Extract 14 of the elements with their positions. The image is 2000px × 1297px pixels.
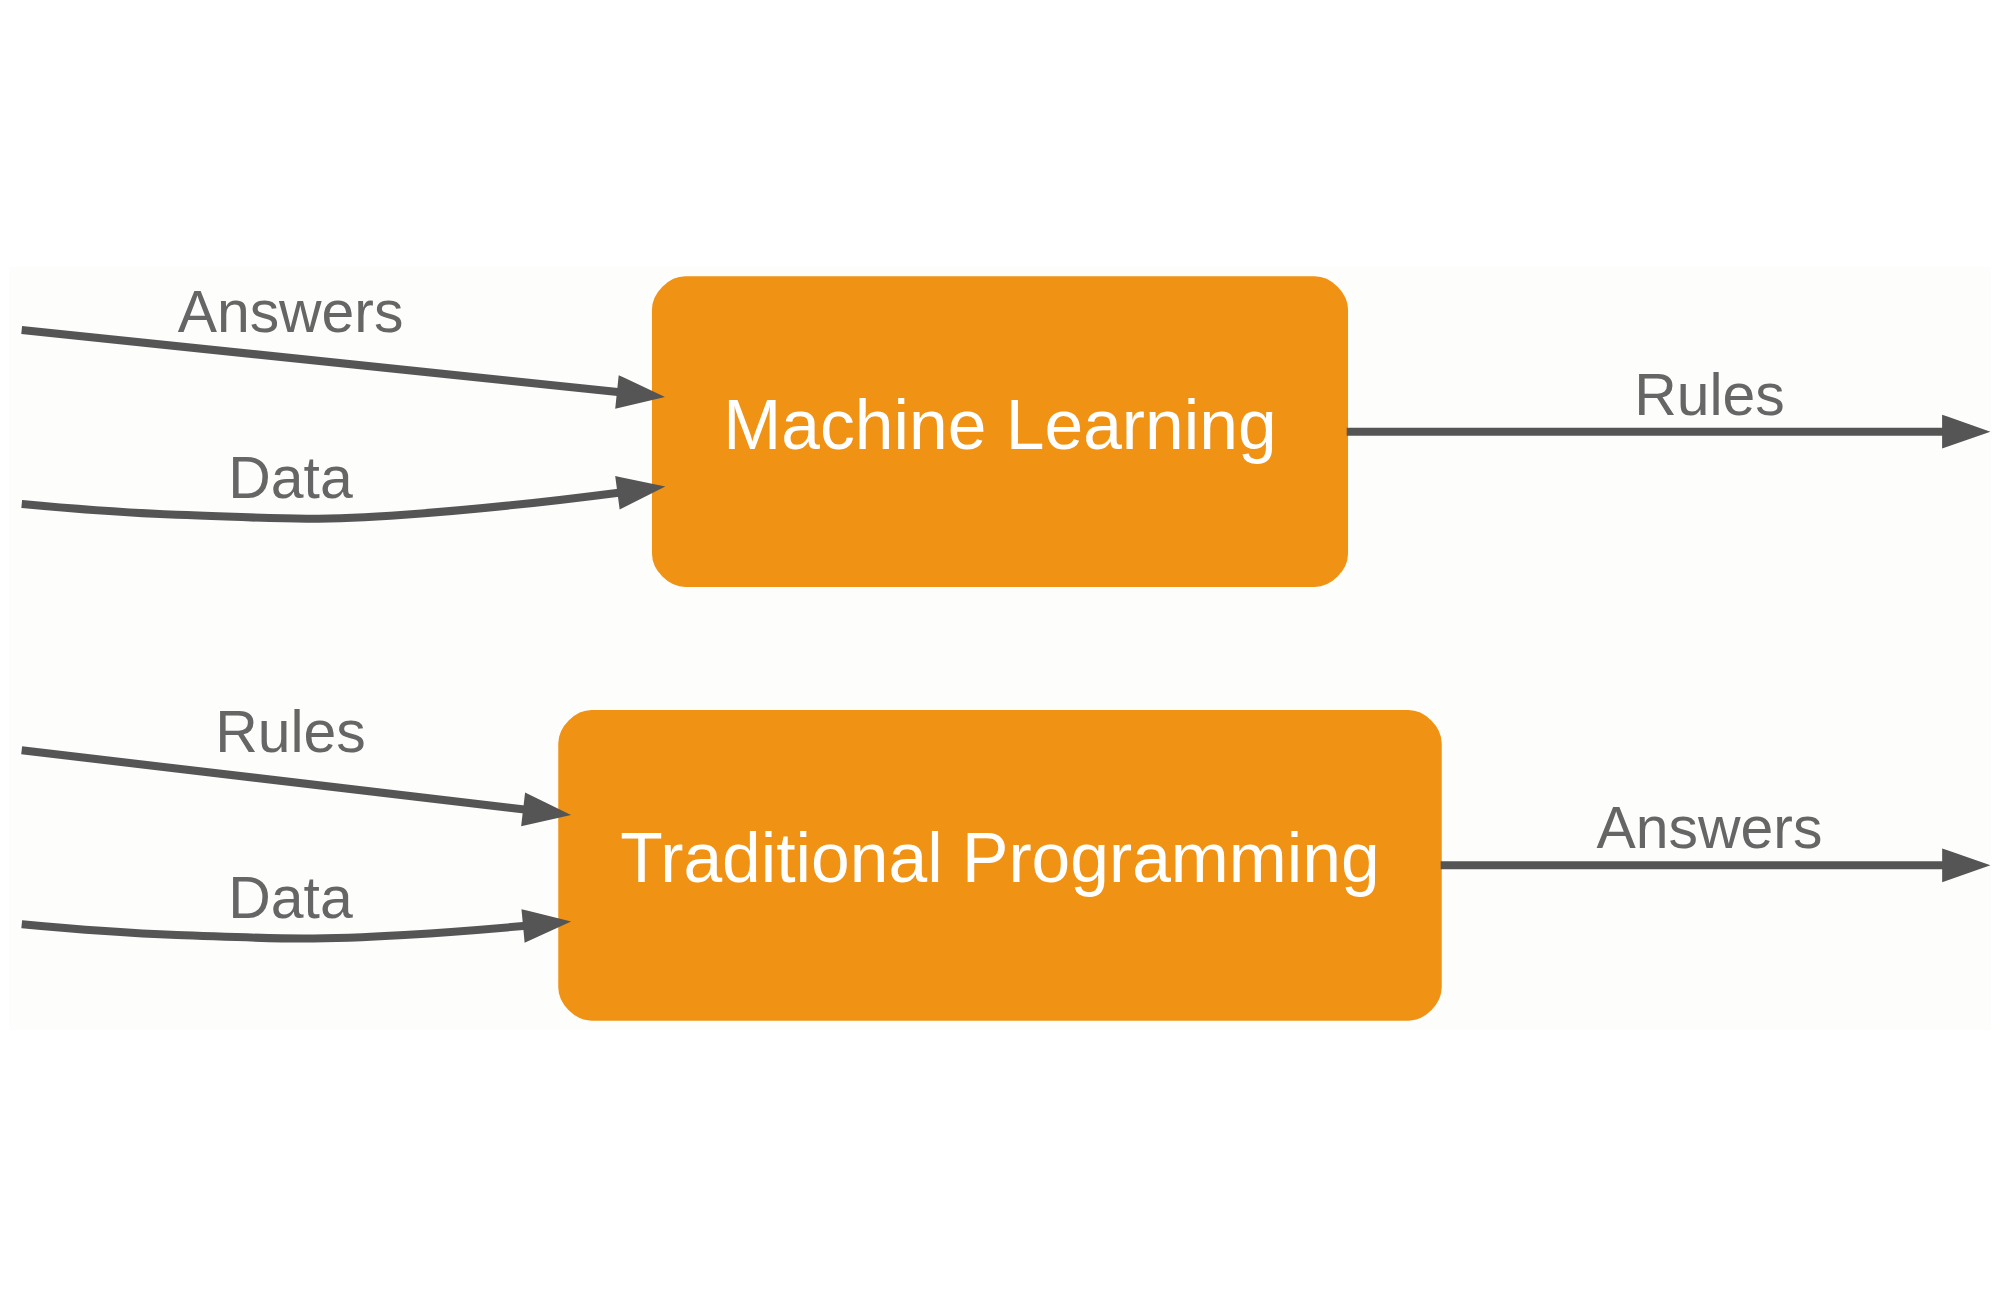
- edge-label: Data: [228, 864, 353, 930]
- arrow: [21, 909, 572, 943]
- edge-label: Rules: [1634, 361, 1785, 427]
- edge-label: Rules: [215, 698, 366, 764]
- edge-label: Answers: [177, 278, 404, 344]
- arrow: [1346, 414, 1991, 449]
- node-box: Machine Learning: [651, 276, 1349, 587]
- edge-label: Data: [228, 444, 353, 510]
- arrow: [21, 476, 666, 523]
- node-box: Traditional Programming: [558, 710, 1442, 1021]
- arrow: [1440, 848, 1991, 883]
- arrow: [21, 746, 572, 827]
- arrow: [21, 325, 665, 409]
- edge-label: Answers: [1596, 795, 1823, 861]
